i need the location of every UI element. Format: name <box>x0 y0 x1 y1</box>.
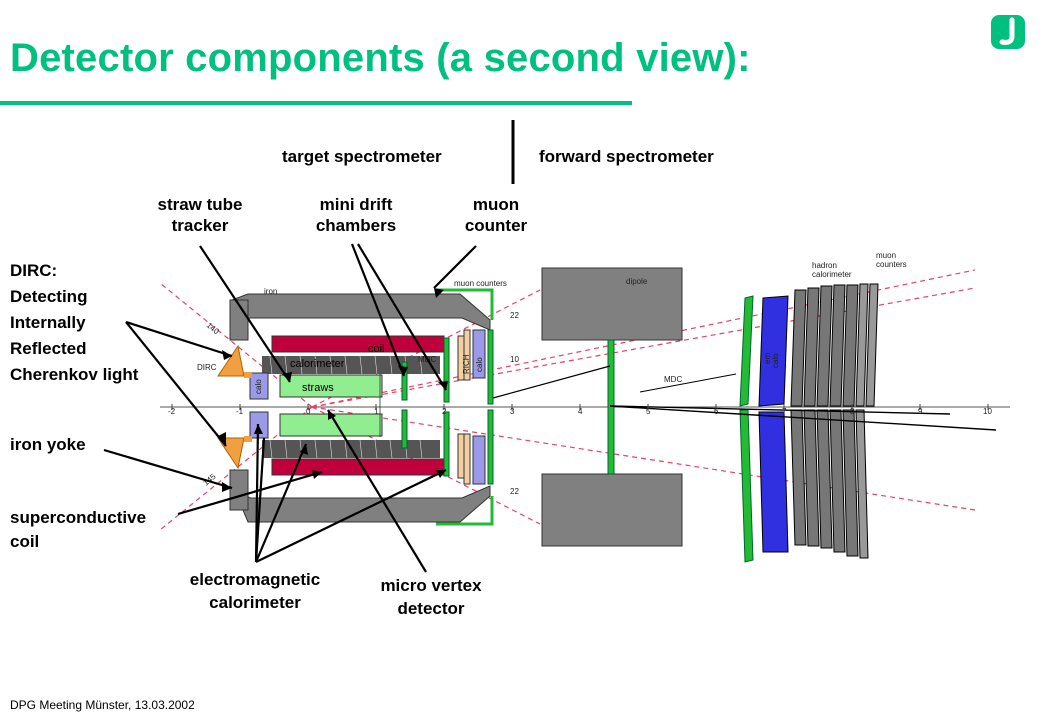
rich-lower-1 <box>457 433 465 479</box>
axis-tick-label: -1 <box>236 407 244 416</box>
axis-tick-label: -2 <box>168 407 176 416</box>
mdc-2-lower <box>443 411 450 477</box>
dirc-drawing-label: DIRC <box>197 363 217 372</box>
straws-label: straws <box>302 382 334 394</box>
em-calorimeter-callout: electromagnetic calorimeter <box>160 568 350 614</box>
callout-line: coil <box>10 532 40 551</box>
hadron-label-2: calorimeter <box>812 270 852 279</box>
callout-line: calorimeter <box>209 593 301 612</box>
rich-upper-2 <box>463 329 471 381</box>
callout-line: chambers <box>315 216 397 235</box>
axis-tick-label: 9 <box>918 407 923 416</box>
footer-text: DPG Meeting Münster, 13.03.2002 <box>10 698 195 712</box>
endcap-calo-upper <box>472 329 486 379</box>
dipole-mdc <box>607 339 615 475</box>
calorimeter-label: calorimeter <box>290 358 345 370</box>
axis-tick-label: 1 <box>374 407 379 416</box>
muon-fwd-label-1: muon <box>876 251 896 260</box>
callout-line: Cherenkov light <box>10 365 139 384</box>
em-calo-label-1: em <box>763 353 772 364</box>
rich-lower-2 <box>463 433 471 485</box>
axis-tick-label: 2 <box>442 407 447 416</box>
axis-tick-label: 0 <box>306 407 311 416</box>
mdc-1-lower <box>401 409 408 449</box>
axis-tick-label: 8 <box>850 407 855 416</box>
straws-upper <box>279 374 383 398</box>
fwd-green-lower <box>739 409 754 563</box>
fwd-green-upper <box>739 295 754 407</box>
callout-line: superconductive <box>10 508 147 527</box>
mdc-fwd-label: MDC <box>664 375 682 384</box>
angle-label-22-top: 22 <box>510 311 519 320</box>
logo-icon <box>991 15 1025 49</box>
callout-line: Internally <box>10 313 86 332</box>
calo-backward-upper <box>249 372 269 400</box>
callout-arrowheads <box>218 288 448 492</box>
target-spectrometer-label: target spectrometer <box>282 147 442 166</box>
page-title: Detector components (a second view): <box>10 36 751 80</box>
muon-counter-callout: muon counter <box>446 194 546 236</box>
muon-counters-label: muon counters <box>454 279 507 288</box>
axis-tick-label: 3 <box>510 407 515 416</box>
callout-line: mini drift <box>319 195 393 214</box>
muon-counter-frame <box>436 288 494 526</box>
axis-tick-label: 7 <box>782 407 787 416</box>
callout-line: DIRC: <box>10 261 58 280</box>
axis-tick-marks <box>171 404 989 410</box>
title-underline <box>0 101 632 105</box>
superconductive-coil-callout: superconductive coil <box>10 506 146 554</box>
iron-yoke <box>229 293 491 523</box>
em-calo-upper <box>758 295 789 407</box>
axis-tick-label: 5 <box>646 407 651 416</box>
angle-label-22-bottom: 22 <box>510 487 519 496</box>
dirc-callout: DIRC: Detecting Internally Reflected Che… <box>10 258 138 388</box>
callout-line: micro vertex <box>380 576 482 595</box>
callout-line: counter <box>464 216 528 235</box>
muon-counters-forward <box>855 283 879 559</box>
dipole-label: dipole <box>626 277 648 286</box>
callout-line: detector <box>397 599 465 618</box>
iron-yoke-callout: iron yoke <box>10 435 86 454</box>
angle-label-140: 140 <box>205 321 221 337</box>
dipole-lower <box>541 473 683 547</box>
axis-tick-label: 6 <box>714 407 719 416</box>
straw-tube-tracker-callout: straw tube tracker <box>140 194 260 236</box>
em-calo-label-2: calo <box>771 353 780 368</box>
coil-label: coil <box>368 343 385 355</box>
callout-line: straw tube <box>157 195 243 214</box>
rich-label: RICH <box>462 354 471 374</box>
callout-line: electromagnetic <box>189 570 321 589</box>
endcap-calo-lower <box>472 435 486 485</box>
mini-drift-chambers-callout: mini drift chambers <box>296 194 416 236</box>
axis-tick-labels: -2 -1 0 1 2 3 4 5 6 7 8 9 10 <box>168 407 992 416</box>
callout-line: tracker <box>171 216 229 235</box>
iron-label: iron <box>264 287 277 296</box>
dirc-upper <box>217 344 245 377</box>
callout-pointers <box>103 243 477 573</box>
endcap-green-upper <box>487 329 494 405</box>
mdc-1-upper <box>401 361 408 401</box>
endcap-green-lower <box>487 409 494 485</box>
hadron-calorimeter <box>790 284 859 557</box>
callout-line: muon <box>472 195 520 214</box>
callout-line: Reflected <box>10 339 87 358</box>
axis-tick-label: 10 <box>983 407 992 416</box>
axis-tick-label: 4 <box>578 407 583 416</box>
mdc-2-upper <box>443 337 450 403</box>
micro-vertex-detector-callout: micro vertex detector <box>356 574 506 620</box>
forward-spectrometer-label: forward spectrometer <box>539 147 714 166</box>
endcap-calo-label: calo <box>475 357 484 372</box>
callout-line: Detecting <box>10 287 88 306</box>
muon-fwd-label-2: counters <box>876 260 907 269</box>
angle-label-10: 10 <box>510 355 519 364</box>
dipole-upper <box>541 267 683 341</box>
hadron-label-1: hadron <box>812 261 837 270</box>
calo-backward-label: calo <box>254 379 263 394</box>
em-calo-lower <box>758 411 789 553</box>
calorimeter-crystals <box>269 355 423 459</box>
